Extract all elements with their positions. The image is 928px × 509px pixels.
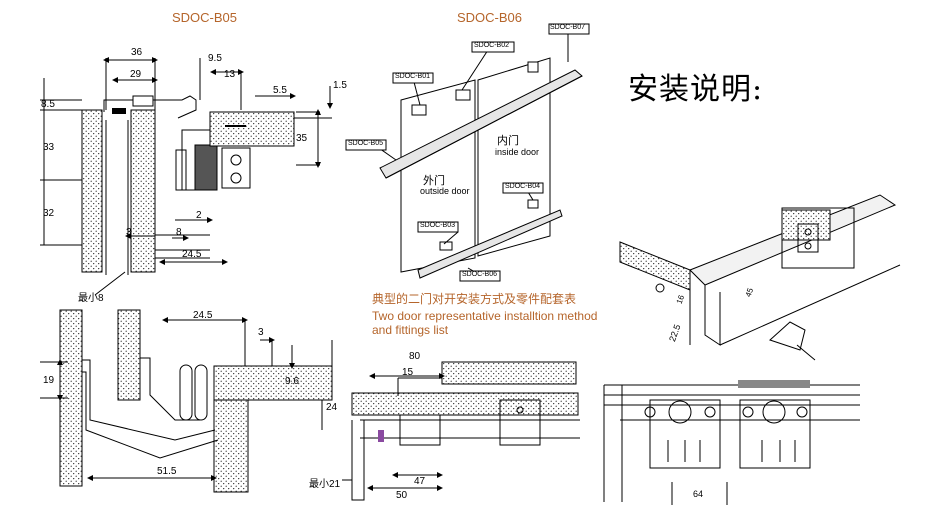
caption-cn: 典型的二门对开安装方式及零件配套表 <box>372 292 577 306</box>
dim-label: 5.5 <box>273 85 287 96</box>
dim-label: 3 <box>258 327 264 338</box>
door-panel-outer <box>81 109 103 273</box>
part-tag: SDOC-B07 <box>550 24 586 31</box>
dim-label: 35 <box>296 133 308 144</box>
dim-label: 32 <box>43 208 55 219</box>
dim-label: 29 <box>130 69 142 80</box>
dim-label: 最小8 <box>78 293 104 304</box>
part-tag: SDOC-B04 <box>505 183 541 190</box>
dim-label: 19 <box>43 375 55 386</box>
section-bottom-left <box>40 309 333 493</box>
install-heading: 安装说明: <box>628 72 764 107</box>
part-tag: SDOC-B02 <box>474 42 510 49</box>
section-track <box>342 361 580 501</box>
dim-label: 9.6 <box>285 376 299 387</box>
dim-label: 24 <box>326 402 338 413</box>
caption-en-line2: and fittings list <box>372 323 449 337</box>
dim-label: 16 <box>674 293 687 306</box>
dim-label: 51.5 <box>157 466 177 477</box>
dim-label: 15 <box>402 367 414 378</box>
dim-label: 8.5 <box>41 99 55 110</box>
section-sdoc-b05 <box>40 57 333 296</box>
part-tag: SDOC-B01 <box>395 73 431 80</box>
inner-door-en: inside door <box>495 147 540 157</box>
dim-label: 45 <box>743 286 756 299</box>
dim-label: 24.5 <box>193 310 213 321</box>
part-tag: SDOC-B03 <box>420 222 456 229</box>
model-title-mid: SDOC-B06 <box>457 10 523 25</box>
dim-label: 50 <box>396 490 408 501</box>
dim-label: 3 <box>126 227 132 238</box>
dim-label: 33 <box>43 142 55 153</box>
section-sdoc-b06 <box>345 23 590 282</box>
dim-label: 1.5 <box>333 80 347 91</box>
inner-door-cn: 内门 <box>497 135 519 147</box>
model-title-left: SDOC-B05 <box>172 10 238 25</box>
part-tag: SDOC-B05 <box>348 140 384 147</box>
section-plan-view <box>603 380 860 505</box>
dim-label: 64 <box>693 489 704 499</box>
dim-label: 22.5 <box>667 323 683 343</box>
part-tag: SDOC-B06 <box>462 271 498 278</box>
outer-door-cn: 外门 <box>423 175 445 187</box>
dim-label: 最小21 <box>309 479 341 490</box>
dim-label: 47 <box>414 476 426 487</box>
caption-en-line1: Two door representative installtion meth… <box>372 309 598 323</box>
dim-label: 36 <box>131 47 143 58</box>
section-iso-hardware <box>619 194 901 361</box>
dim-label: 2 <box>196 210 202 221</box>
dim-label: 13 <box>224 69 236 80</box>
door-panel-inner <box>130 109 156 273</box>
dim-label: 9.5 <box>208 53 222 64</box>
dim-label: 8 <box>176 227 182 238</box>
outer-door-en: outside door <box>420 186 470 196</box>
dim-label: 24.5 <box>182 249 202 260</box>
dim-label: 80 <box>409 351 421 362</box>
